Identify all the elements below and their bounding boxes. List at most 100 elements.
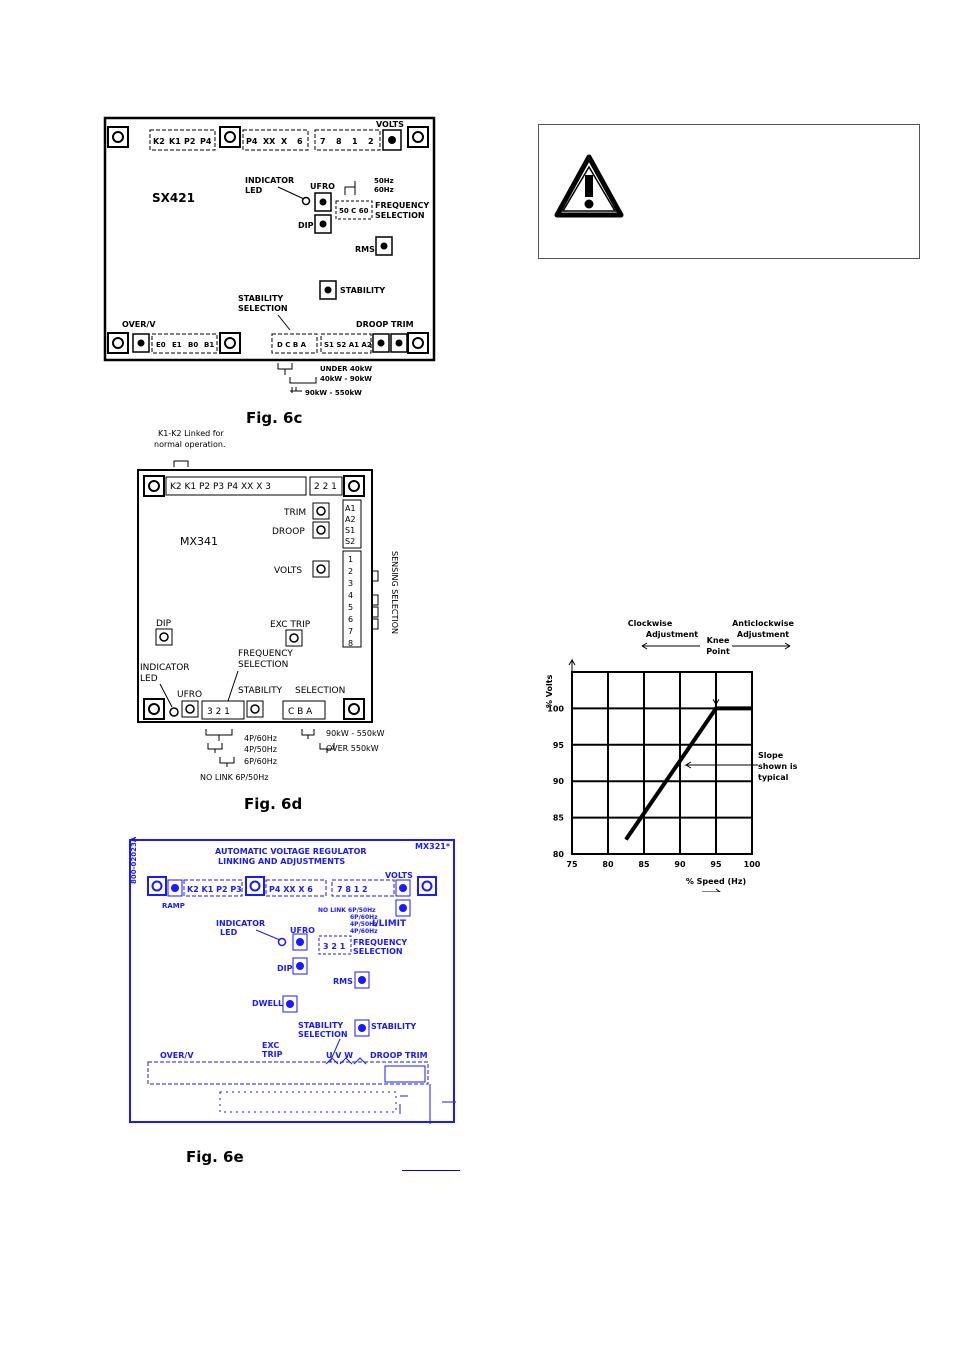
fig-6e-underline-link[interactable] — [402, 1170, 460, 1171]
svg-text:LINKING AND ADJUSTMENTS: LINKING AND ADJUSTMENTS — [218, 857, 345, 866]
knee-arrow — [712, 688, 720, 707]
svg-text:STABILITY: STABILITY — [340, 286, 385, 295]
svg-text:7: 7 — [320, 137, 326, 146]
svg-text:4P/60Hz: 4P/60Hz — [350, 928, 378, 935]
svg-text:E1: E1 — [172, 341, 182, 349]
svg-text:SELECTION: SELECTION — [295, 686, 345, 696]
svg-text:SELECTION: SELECTION — [238, 660, 288, 670]
svg-text:50 C 60: 50 C 60 — [339, 207, 369, 215]
svg-text:3 2 1: 3 2 1 — [207, 707, 230, 717]
svg-text:5: 5 — [348, 603, 353, 612]
svg-text:7 8 1 2: 7 8 1 2 — [337, 885, 368, 894]
svg-text:U V W: U V W — [326, 1051, 353, 1060]
svg-text:LED: LED — [220, 928, 238, 937]
svg-text:K1: K1 — [169, 137, 181, 146]
svg-text:Point: Point — [706, 647, 730, 656]
svg-text:LED: LED — [140, 674, 158, 684]
svg-text:3: 3 — [348, 579, 353, 588]
y-tick-label: 80 — [553, 850, 565, 859]
y-tick-label: 95 — [553, 741, 565, 750]
svg-text:STABILITY: STABILITY — [298, 1021, 343, 1030]
y-tick-label: 100 — [547, 704, 564, 713]
x-tick-label: 100 — [744, 860, 761, 869]
svg-text:1: 1 — [348, 555, 353, 564]
x-tick-label: 85 — [638, 860, 650, 869]
svg-text:SELECTION: SELECTION — [353, 947, 403, 956]
x-tick-label: 90 — [674, 860, 686, 869]
svg-text:A1: A1 — [345, 504, 356, 513]
6e-model: MX321* — [415, 842, 451, 851]
svg-text:B0: B0 — [188, 341, 198, 349]
fig-6c-diagram: K2 K1 P2 P4 P4 XX X 6 7 8 1 2 VOLTS SX42… — [103, 116, 436, 397]
svg-text:K1-K2 Linked for: K1-K2 Linked for — [158, 429, 224, 438]
svg-text:SELECTION: SELECTION — [298, 1030, 348, 1039]
svg-text:DIP: DIP — [298, 221, 314, 230]
fig-6c-caption: Fig. 6c — [246, 409, 303, 427]
svg-text:INDICATOR: INDICATOR — [245, 176, 294, 185]
svg-text:E0: E0 — [156, 341, 166, 349]
svg-text:AUTOMATIC VOLTAGE REGULATOR: AUTOMATIC VOLTAGE REGULATOR — [215, 847, 367, 856]
svg-text:SELECTION: SELECTION — [238, 304, 288, 313]
volts-speed-chart: Clockwise Adjustment Anticlockwise Adjus… — [545, 619, 798, 892]
6c-volts-label: VOLTS — [376, 120, 404, 129]
svg-text:UFRO: UFRO — [177, 690, 202, 700]
svg-text:90kW - 550kW: 90kW - 550kW — [326, 729, 385, 738]
svg-text:S1: S1 — [345, 526, 355, 535]
svg-text:normal operation.: normal operation. — [154, 440, 226, 449]
knee-label: Knee — [707, 636, 730, 645]
svg-text:OVER/V: OVER/V — [122, 320, 156, 329]
svg-text:6: 6 — [297, 137, 303, 146]
svg-text:60Hz: 60Hz — [374, 186, 394, 194]
svg-text:40kW - 90kW: 40kW - 90kW — [320, 375, 372, 383]
svg-text:P4 XX X 6: P4 XX X 6 — [269, 885, 313, 894]
svg-text:6P/60Hz: 6P/60Hz — [244, 757, 277, 766]
fig-6d-caption: Fig. 6d — [244, 795, 303, 813]
svg-text:RMS: RMS — [333, 977, 353, 986]
fig-6e-caption: Fig. 6e — [186, 1148, 244, 1166]
svg-text:TRIM: TRIM — [283, 508, 306, 518]
svg-text:A2: A2 — [345, 515, 356, 524]
svg-text:1: 1 — [352, 137, 358, 146]
svg-text:OVER/V: OVER/V — [160, 1051, 194, 1060]
6c-top-k2: K2 — [153, 137, 165, 146]
svg-text:3 2 1: 3 2 1 — [323, 942, 346, 951]
x-axis-label: % Speed (Hz) — [686, 877, 746, 886]
svg-text:SELECTION: SELECTION — [375, 211, 425, 220]
svg-text:90kW - 550kW: 90kW - 550kW — [305, 389, 362, 397]
svg-text:K2 K1 P2 P3: K2 K1 P2 P3 — [187, 885, 242, 894]
series-point — [751, 707, 753, 709]
svg-text:XX: XX — [263, 137, 276, 146]
svg-text:STABILITY: STABILITY — [238, 686, 283, 696]
svg-text:VOLTS: VOLTS — [274, 566, 302, 576]
svg-text:DIP: DIP — [277, 964, 293, 973]
svg-text:6P/60Hz: 6P/60Hz — [350, 914, 378, 921]
svg-text:2 2 1: 2 2 1 — [314, 482, 337, 492]
svg-text:2: 2 — [348, 567, 353, 576]
svg-text:shown is: shown is — [758, 762, 798, 771]
svg-text:Adjustment: Adjustment — [646, 630, 698, 639]
svg-text:STABILITY: STABILITY — [371, 1022, 416, 1031]
svg-text:I/LIMIT: I/LIMIT — [372, 919, 407, 929]
svg-text:S1 S2 A1 A2: S1 S2 A1 A2 — [324, 341, 372, 349]
y-axis-arrow — [568, 658, 576, 672]
svg-text:4P/50Hz: 4P/50Hz — [350, 921, 378, 928]
plot-frame — [571, 671, 753, 855]
svg-text:DIP: DIP — [156, 619, 172, 629]
svg-text:FREQUENCY: FREQUENCY — [375, 201, 429, 210]
x-tick-label: 95 — [710, 860, 722, 869]
warning-box — [538, 124, 920, 259]
slope-label: Slope — [758, 751, 784, 760]
svg-text:DROOP TRIM: DROOP TRIM — [370, 1051, 428, 1060]
svg-text:NO LINK 6P/50Hz: NO LINK 6P/50Hz — [318, 907, 376, 914]
svg-text:STABILITY: STABILITY — [238, 294, 283, 303]
svg-text:UFRO: UFRO — [310, 182, 335, 191]
svg-text:4P/50Hz: 4P/50Hz — [244, 745, 277, 754]
svg-text:DROOP: DROOP — [272, 527, 305, 537]
svg-text:K2 K1 P2 P3 P4 XX X 3: K2 K1 P2 P3 P4 XX X 3 — [170, 482, 271, 492]
svg-text:4: 4 — [348, 591, 353, 600]
svg-text:SENSING SELECTION: SENSING SELECTION — [390, 551, 399, 634]
svg-text:P4: P4 — [200, 137, 212, 146]
svg-text:50Hz: 50Hz — [374, 177, 394, 185]
svg-text:OVER 550kW: OVER 550kW — [326, 744, 379, 753]
svg-text:P2: P2 — [184, 137, 195, 146]
